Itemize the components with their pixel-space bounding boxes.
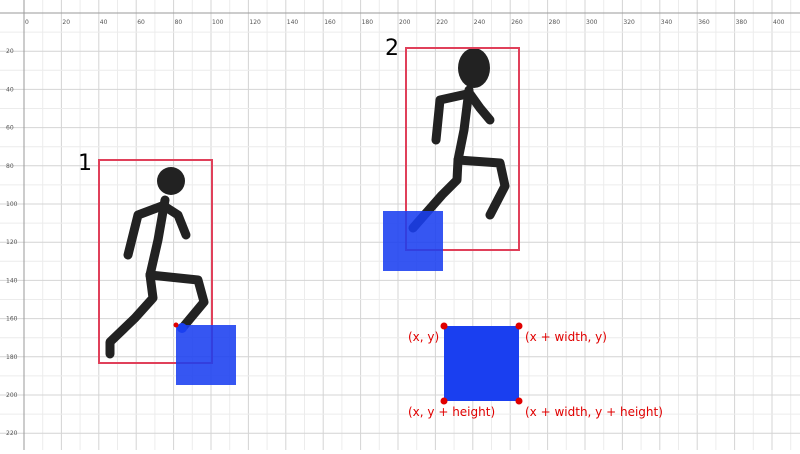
- x-tick-label: 400: [773, 19, 785, 26]
- x-tick-label: 360: [698, 19, 710, 26]
- y-tick-label: 140: [6, 277, 18, 284]
- x-tick-label: 300: [586, 19, 598, 26]
- x-tick-label: 0: [25, 19, 29, 26]
- x-tick-label: 380: [736, 19, 748, 26]
- x-tick-label: 240: [474, 19, 486, 26]
- figure-2-front-leg: [453, 155, 510, 220]
- x-tick-label: 120: [249, 19, 261, 26]
- frame-2-label: 2: [385, 36, 399, 61]
- x-tick-label: 140: [287, 19, 299, 26]
- corner-dot-bottom-left: [440, 397, 448, 405]
- x-tick-label: 180: [362, 19, 374, 26]
- x-tick-label: 260: [511, 19, 523, 26]
- y-tick-label: 120: [6, 239, 18, 246]
- y-tick-label: 40: [6, 86, 14, 93]
- corner-dot-bottom-right: [515, 397, 523, 405]
- y-tick-label: 160: [6, 316, 18, 323]
- x-tick-label: 200: [399, 19, 411, 26]
- x-tick-label: 80: [175, 19, 183, 26]
- figure-1-torso: [145, 195, 170, 280]
- frame-1-label: 1: [78, 151, 92, 176]
- corner-dot-top-right: [515, 322, 523, 330]
- x-tick-label: 40: [100, 19, 108, 26]
- label-top-left: (x, y): [408, 330, 439, 344]
- y-tick-label: 220: [6, 430, 18, 437]
- square-2: [383, 211, 443, 271]
- x-tick-label: 280: [549, 19, 561, 26]
- collision-point-1: [177, 323, 187, 333]
- label-bottom-left: (x, y + height): [408, 405, 495, 419]
- figure-1-front-leg: [145, 270, 209, 331]
- figure-1-head: [157, 167, 185, 195]
- y-tick-label: 200: [6, 392, 18, 399]
- x-axis-ticks: 0 20 40 60 80 100 120 140 160 180 200 220 240 260 280 3…: [25, 19, 785, 26]
- corner-dot-square-1: [173, 322, 179, 328]
- figure-2-head: [458, 48, 490, 88]
- figure-1-front-arm: [159, 201, 191, 240]
- label-bottom-right: (x + width, y + height): [525, 405, 663, 419]
- figure-1-back-leg: [105, 270, 158, 359]
- corner-dot-top-left: [440, 322, 448, 330]
- y-tick-label: 80: [6, 163, 14, 170]
- y-tick-label: 180: [6, 354, 18, 361]
- y-tick-label: 100: [6, 201, 18, 208]
- y-axis-ticks: 20 40 60 80 100 120 140 160 180 200 220: [6, 48, 18, 437]
- x-tick-label: 160: [324, 19, 336, 26]
- bounding-box-2: [405, 47, 520, 251]
- figure-2-back-arm: [431, 89, 472, 145]
- y-tick-label: 20: [6, 48, 14, 55]
- stick-figure-2: [408, 48, 510, 233]
- label-top-right: (x + width, y): [525, 330, 607, 344]
- square-1: [176, 325, 236, 385]
- figure-1-back-arm: [123, 201, 167, 260]
- figure-2-torso: [453, 85, 474, 165]
- bounding-box-1: [98, 159, 213, 364]
- x-tick-label: 320: [623, 19, 635, 26]
- reference-square: [444, 326, 519, 401]
- x-tick-label: 20: [62, 19, 70, 26]
- y-tick-label: 60: [6, 125, 14, 132]
- figure-2-front-arm: [465, 89, 495, 125]
- x-tick-label: 220: [436, 19, 448, 26]
- x-tick-label: 60: [137, 19, 145, 26]
- x-tick-label: 340: [661, 19, 673, 26]
- x-tick-label: 100: [212, 19, 224, 26]
- stick-figure-1: [105, 167, 209, 359]
